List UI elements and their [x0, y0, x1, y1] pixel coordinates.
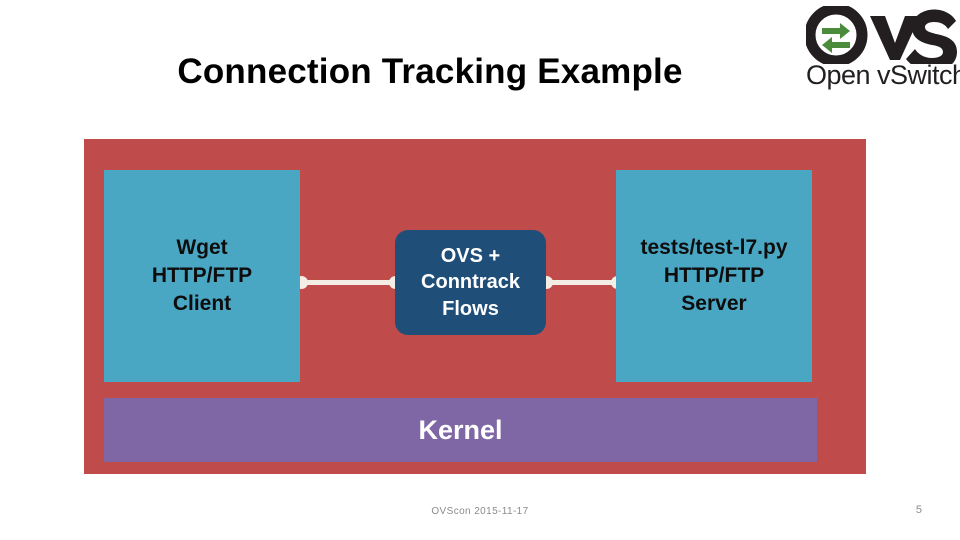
kernel-bar: Kernel: [104, 398, 817, 462]
ovs-logo-wordmark: Open vSwitch: [806, 60, 960, 90]
node-ovs-line-3: Flows: [442, 297, 499, 320]
diagram-panel: Wget HTTP/FTP Client OVS + Conntrack Flo…: [84, 139, 866, 474]
node-client-line-2: HTTP/FTP: [151, 264, 253, 288]
node-ovs-conntrack: OVS + Conntrack Flows: [395, 230, 546, 335]
node-client-line-1: Wget: [176, 236, 228, 260]
connector-ovs-to-server: [546, 280, 616, 285]
node-server-line-2: HTTP/FTP: [663, 264, 765, 288]
bidirectional-arrows-icon: [822, 23, 850, 53]
footer-text: OVScon 2015-11-17: [431, 506, 529, 517]
node-server-line-3: Server: [681, 291, 747, 315]
node-client: Wget HTTP/FTP Client: [104, 170, 300, 382]
node-server: tests/test-l7.py HTTP/FTP Server: [616, 170, 812, 382]
ovs-logo-mark-icon: [806, 6, 957, 64]
node-server-line-1: tests/test-l7.py: [640, 236, 788, 260]
node-ovs-line-2: Conntrack: [421, 271, 520, 294]
kernel-bar-label: Kernel: [418, 414, 503, 445]
page-title: Connection Tracking Example: [177, 52, 683, 91]
node-client-line-3: Client: [172, 291, 232, 315]
node-ovs-line-1: OVS +: [440, 244, 501, 267]
connector-client-to-ovs: [300, 280, 395, 285]
page-number: 5: [915, 504, 922, 516]
ovs-logo: Open vSwitch: [806, 6, 960, 94]
